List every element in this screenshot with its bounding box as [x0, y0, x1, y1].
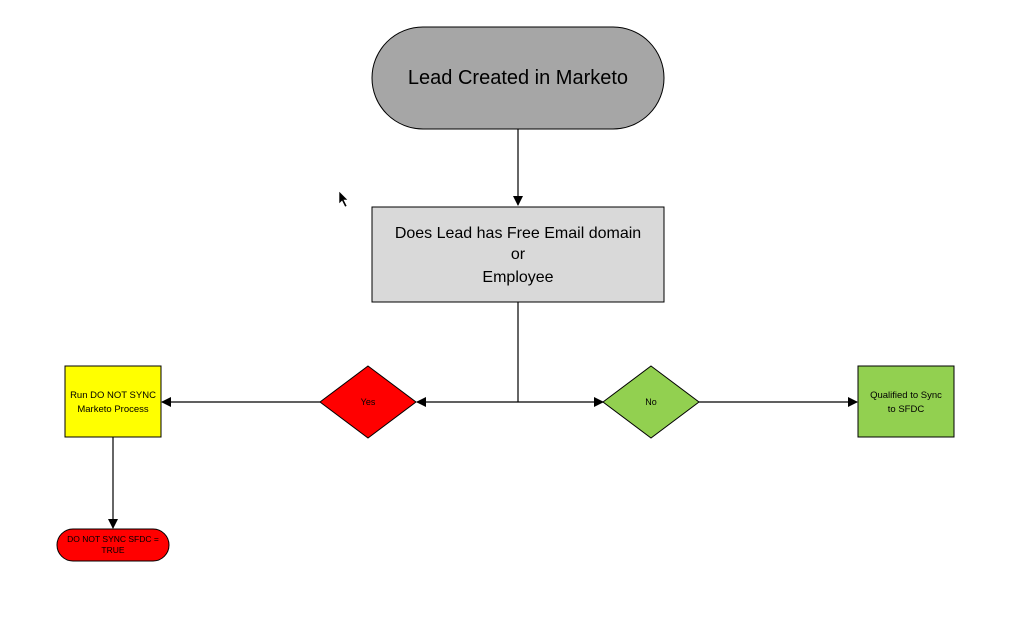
process-qualified-shape — [857, 365, 955, 438]
end-terminator: DO NOT SYNC SFDC = TRUE — [56, 528, 170, 562]
process-qualified-line-1: Qualified to Sync — [870, 390, 942, 401]
process-do-not-sync-shape — [64, 365, 162, 438]
question-box: Does Lead has Free Email domain or Emplo… — [371, 206, 665, 303]
decision-yes-shape — [319, 365, 417, 439]
end-terminator-line-2: TRUE — [101, 545, 124, 555]
decision-yes: Yes — [319, 365, 417, 439]
process-qualified: Qualified to Sync to SFDC — [857, 365, 955, 438]
decision-yes-label: Yes — [361, 397, 376, 407]
process-do-not-sync: Run DO NOT SYNC Marketo Process — [64, 365, 162, 438]
start-terminator-label: Lead Created in Marketo — [408, 67, 628, 89]
question-line-1: Does Lead has Free Email domain — [395, 225, 641, 242]
decision-no: No — [602, 365, 700, 439]
question-line-3: Employee — [482, 269, 553, 286]
decision-no-label: No — [645, 397, 657, 407]
process-do-not-sync-line-1: Run DO NOT SYNC — [70, 390, 156, 401]
question-line-2: or — [511, 246, 526, 263]
connectors — [108, 129, 858, 529]
start-terminator: Lead Created in Marketo — [371, 26, 665, 130]
process-do-not-sync-line-2: Marketo Process — [77, 404, 149, 415]
decision-no-shape — [602, 365, 700, 439]
end-terminator-line-1: DO NOT SYNC SFDC = — [67, 534, 159, 544]
start-terminator-shape — [371, 26, 665, 130]
end-terminator-shape — [56, 528, 170, 562]
mouse-pointer-icon — [338, 190, 349, 208]
process-qualified-line-2: to SFDC — [888, 404, 925, 415]
question-box-shape — [371, 206, 665, 303]
